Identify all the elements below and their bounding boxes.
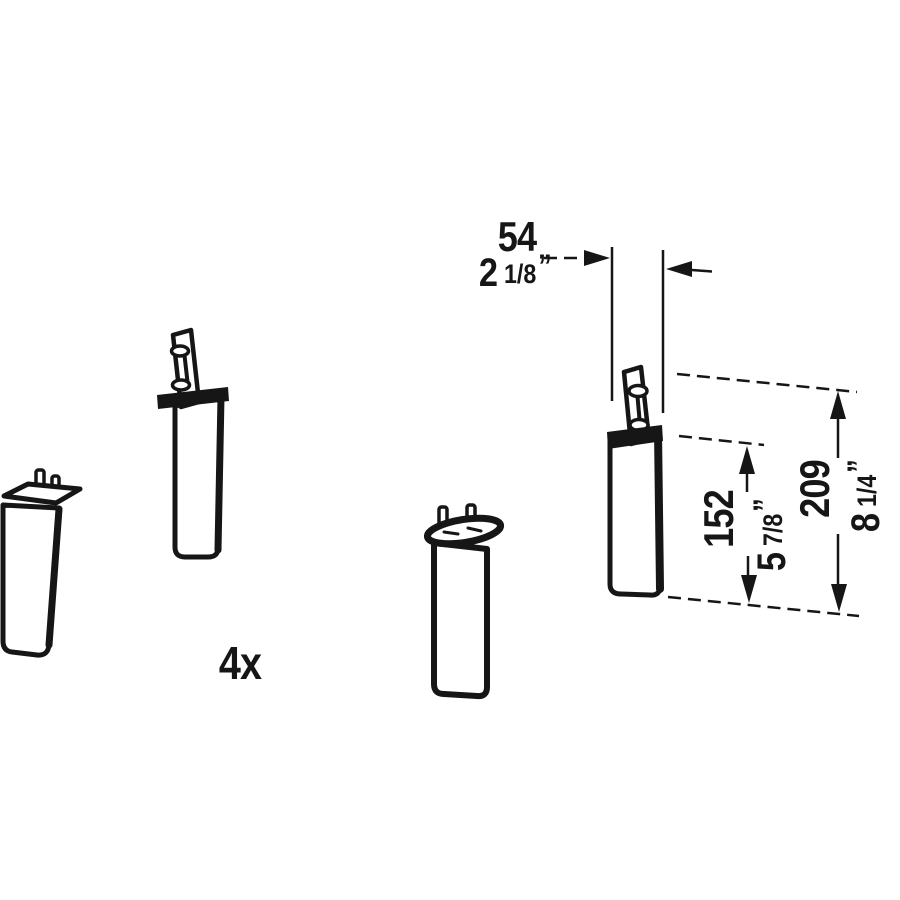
leg1-column-edge xyxy=(45,505,63,649)
body-inch-fraction: 7/8 xyxy=(758,513,788,547)
leg2-bolt-icon xyxy=(169,344,191,358)
overall-inch-whole: 8 xyxy=(844,513,888,533)
width-arrow-right-icon xyxy=(584,250,610,266)
body-top-extension-line xyxy=(678,434,765,447)
width-inch-whole: 2 xyxy=(478,251,498,295)
body-inch-mark: ” xyxy=(747,500,783,513)
width-leader-right xyxy=(691,268,713,273)
width-inch-mark: ” xyxy=(537,248,552,284)
body-height-imperial-label: 5 7/8 ” xyxy=(747,500,794,572)
overall-height-imperial-label: 8 1/4 ” xyxy=(841,461,888,533)
leg3-mounting-plate xyxy=(423,514,505,548)
dimension-lines xyxy=(544,247,860,618)
leg4-column-edge xyxy=(654,427,664,593)
width-imperial-label: 2 1/8 ” xyxy=(478,248,552,295)
body-height-metric-label: 152 xyxy=(695,490,742,548)
leg2-bolt-icon xyxy=(170,378,192,392)
overall-inch-fraction: 1/4 xyxy=(852,474,882,508)
body-inch-whole: 5 xyxy=(750,552,794,572)
width-metric-label: 54 xyxy=(497,213,537,260)
leg-bracket-upper-left-drawing xyxy=(157,327,229,560)
bottom-extension-line xyxy=(667,595,860,618)
leg3-plate-slot xyxy=(442,526,483,536)
overall-top-extension-line xyxy=(676,372,858,394)
width-inch-fraction: 1/8 xyxy=(503,259,537,289)
width-arrow-left-icon xyxy=(666,261,692,277)
body-dim-arrow-up-icon xyxy=(739,446,755,474)
leg-plate-front-left-drawing xyxy=(0,468,83,658)
leg2-column xyxy=(172,393,224,560)
leg4-bolt-icon xyxy=(627,383,649,399)
overall-dim-arrow-down-icon xyxy=(831,584,847,612)
leg4-column xyxy=(607,427,663,598)
body-dim-arrow-down-icon xyxy=(741,575,757,603)
overall-height-metric-label: 209 xyxy=(791,460,838,518)
overall-inch-mark: ” xyxy=(841,461,877,474)
leg1-mounting-plate xyxy=(1,481,83,506)
quantity-label: 4x xyxy=(218,637,262,689)
leg2-bracket-foot xyxy=(157,387,229,409)
leg-bracket-right-drawing xyxy=(607,364,664,598)
leg2-column-edge xyxy=(214,393,225,554)
leg-plate-bottom-middle-drawing xyxy=(423,503,505,700)
overall-dim-arrow-up-icon xyxy=(830,391,846,419)
leg4-bracket-foot xyxy=(607,425,663,449)
leg3-column xyxy=(431,540,490,700)
